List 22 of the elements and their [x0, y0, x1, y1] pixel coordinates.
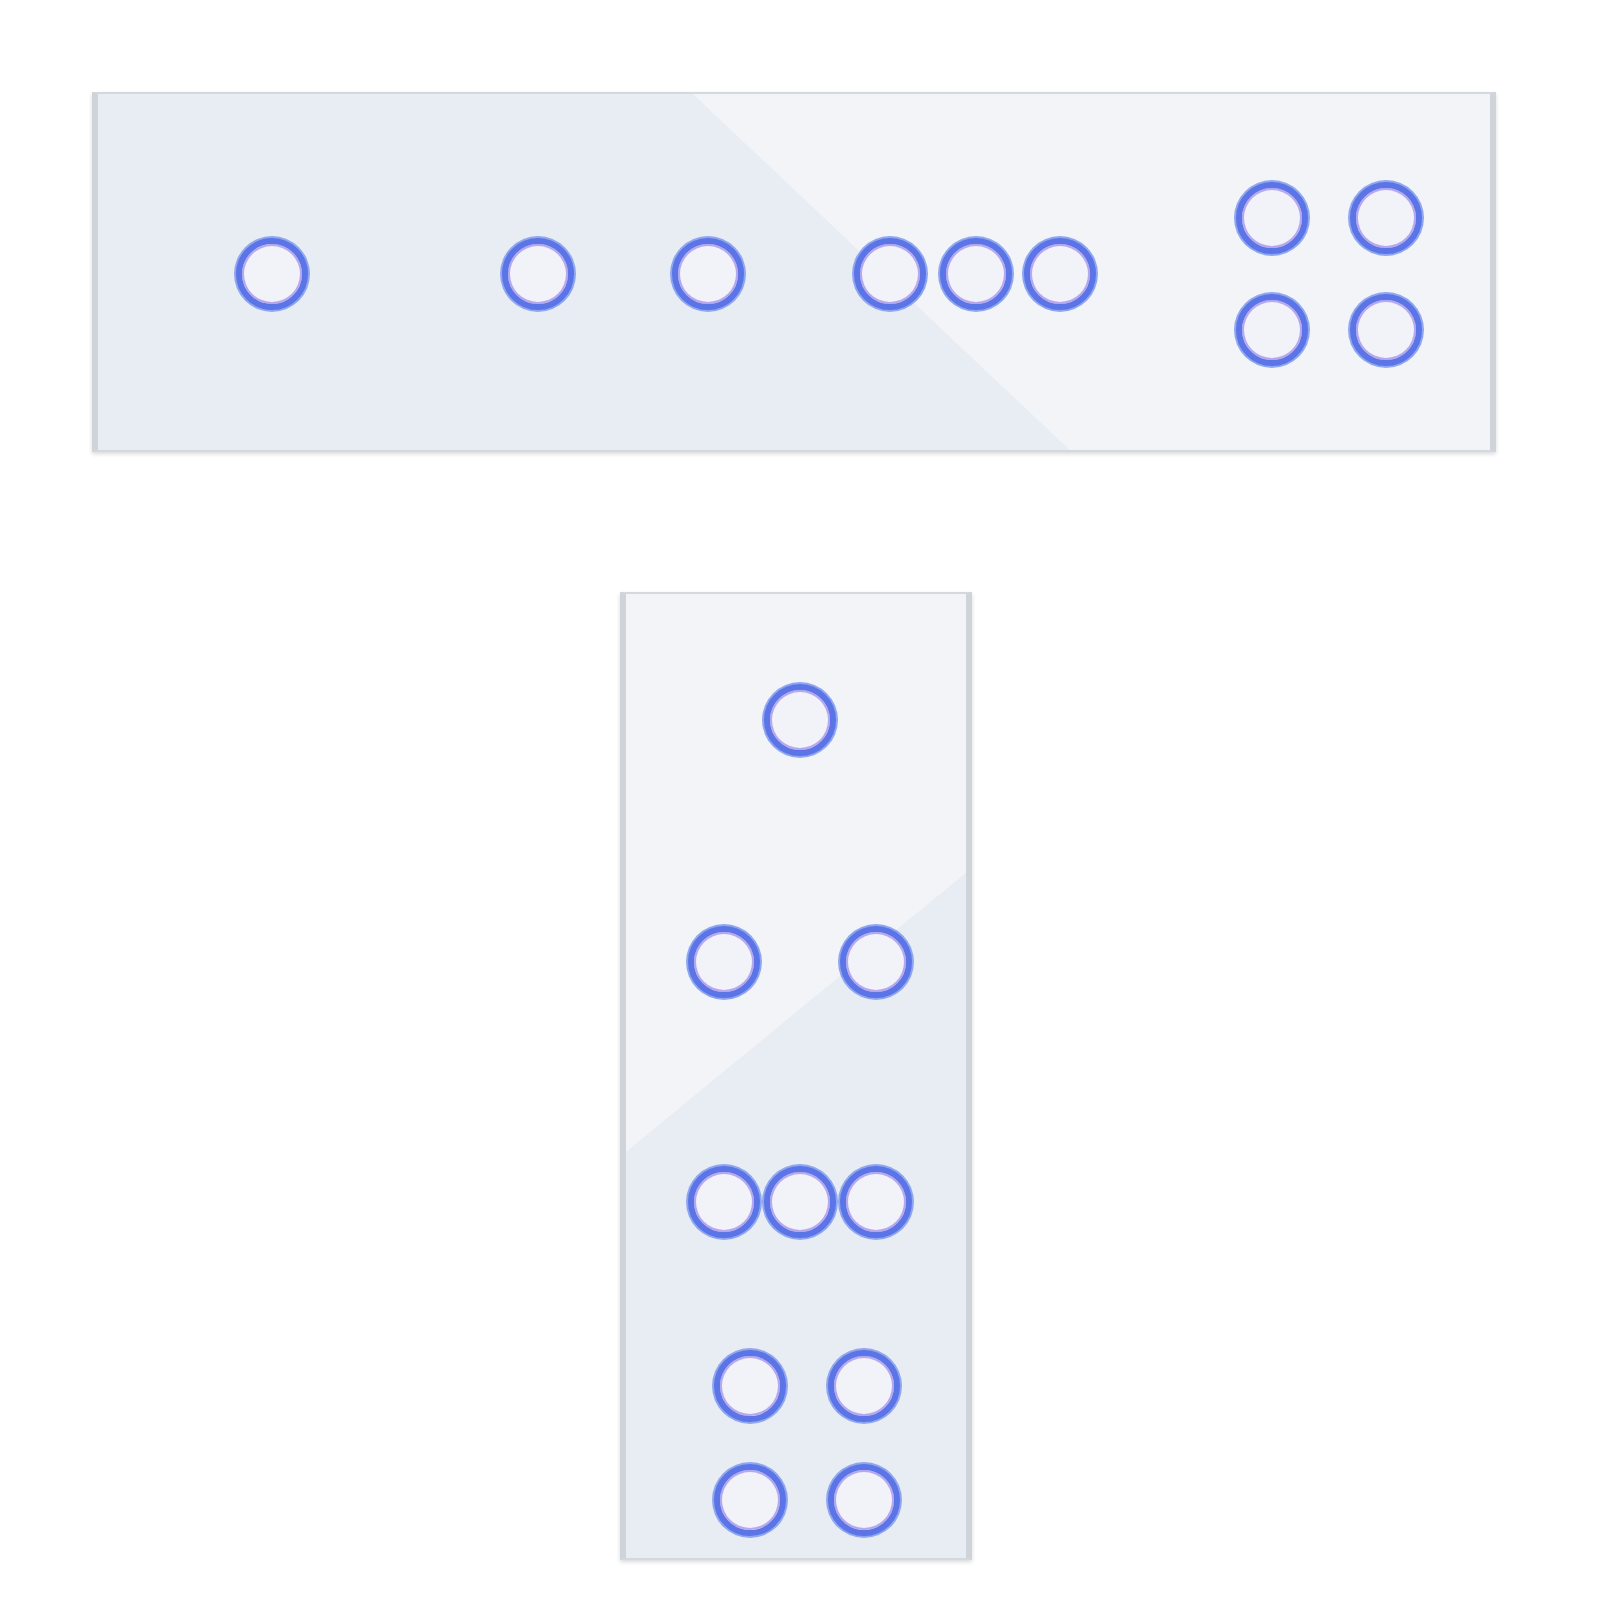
touch-button: [940, 238, 1012, 310]
touch-button: [1236, 182, 1308, 254]
touch-button: [236, 238, 308, 310]
touch-button: [840, 926, 912, 998]
touch-button: [714, 1464, 786, 1536]
touch-button: [854, 238, 926, 310]
touch-button: [1350, 294, 1422, 366]
touch-button: [1024, 238, 1096, 310]
touch-button: [828, 1464, 900, 1536]
switch-panel: [92, 92, 1496, 452]
touch-button: [672, 238, 744, 310]
touch-button: [688, 1166, 760, 1238]
touch-button: [764, 684, 836, 756]
touch-button: [688, 926, 760, 998]
touch-button: [828, 1350, 900, 1422]
touch-button: [840, 1166, 912, 1238]
switch-panel: [620, 592, 972, 1560]
touch-button: [714, 1350, 786, 1422]
touch-button: [764, 1166, 836, 1238]
touch-button: [1236, 294, 1308, 366]
touch-button: [1350, 182, 1422, 254]
touch-button: [502, 238, 574, 310]
